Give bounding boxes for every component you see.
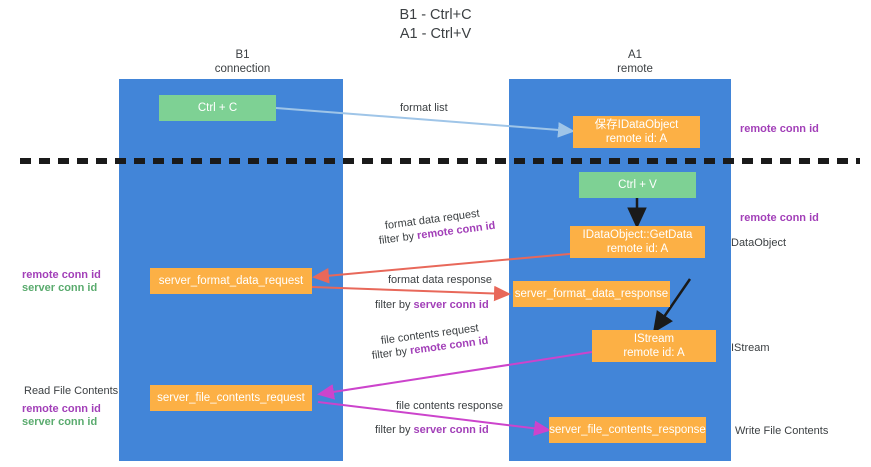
filter-prefix: filter by bbox=[371, 345, 411, 362]
annotation-right-dataobject: DataObject bbox=[731, 237, 787, 249]
title-line-2: A1 - Ctrl+V bbox=[399, 26, 472, 42]
annotation-right-mid-remote-conn-id: remote conn id bbox=[740, 212, 819, 224]
annotation-left-read-file-contents: Read File Contents bbox=[24, 385, 119, 397]
node-ctrl-v[interactable]: Ctrl + V bbox=[579, 172, 696, 198]
node-istream[interactable]: IStream remote id: A bbox=[592, 330, 716, 362]
annotation-right-top-remote-conn-id: remote conn id bbox=[740, 123, 819, 135]
edge-label-format-list: format list bbox=[400, 102, 448, 114]
node-save-idataobject-line1: 保存IDataObject bbox=[594, 119, 679, 131]
column-header-b1: B1 connection bbox=[145, 48, 340, 76]
node-server-format-data-request[interactable]: server_format_data_request bbox=[150, 268, 312, 294]
edge-label-format-data-response-filter: filter by server conn id bbox=[375, 298, 489, 313]
filter-prefix: filter by bbox=[375, 424, 414, 436]
node-idataobject-getdata-line2: remote id: A bbox=[606, 243, 669, 255]
edge-label-format-data-response: format data response bbox=[388, 274, 492, 286]
title-line-1: B1 - Ctrl+C bbox=[399, 7, 472, 23]
edge-label-file-contents-response-filter: filter by server conn id bbox=[375, 423, 489, 438]
filter-key-server-conn-id: server conn id bbox=[413, 299, 489, 311]
filter-prefix: filter by bbox=[378, 230, 418, 247]
node-server-format-data-response-label: server_format_data_response bbox=[514, 288, 669, 300]
edge-label-file-contents-response: file contents response bbox=[396, 400, 504, 412]
column-header-a1: A1 remote bbox=[530, 48, 740, 76]
filter-prefix: filter by bbox=[375, 299, 414, 311]
node-server-format-data-request-label: server_format_data_request bbox=[158, 275, 304, 287]
column-header-a1-name: A1 bbox=[627, 49, 643, 61]
node-idataobject-getdata[interactable]: IDataObject::GetData remote id: A bbox=[570, 226, 705, 258]
node-server-file-contents-request-label: server_file_contents_request bbox=[157, 392, 305, 404]
node-istream-line2: remote id: A bbox=[623, 347, 685, 359]
annotation-left-bottom-remote-conn-id: remote conn id bbox=[22, 403, 101, 415]
column-header-a1-role: remote bbox=[617, 63, 653, 75]
annotation-left-remote-conn-id: remote conn id bbox=[22, 269, 101, 281]
annotation-left-server-conn-id: server conn id bbox=[22, 282, 98, 294]
annotation-right-istream: IStream bbox=[731, 342, 770, 354]
node-save-idataobject[interactable]: 保存IDataObject remote id: A bbox=[573, 116, 700, 148]
node-idataobject-getdata-line1: IDataObject::GetData bbox=[582, 229, 693, 241]
column-header-b1-role: connection bbox=[214, 63, 271, 75]
node-server-file-contents-response-label: server_file_contents_response bbox=[549, 424, 706, 436]
filter-key-server-conn-id: server conn id bbox=[413, 424, 489, 436]
node-server-file-contents-request[interactable]: server_file_contents_request bbox=[150, 385, 312, 411]
node-save-idataobject-line2: remote id: A bbox=[605, 133, 668, 145]
node-ctrl-c[interactable]: Ctrl + C bbox=[159, 95, 276, 121]
node-istream-line1: IStream bbox=[633, 333, 675, 345]
node-ctrl-v-label: Ctrl + V bbox=[618, 179, 657, 191]
node-server-format-data-response[interactable]: server_format_data_response bbox=[513, 281, 670, 307]
node-server-file-contents-response[interactable]: server_file_contents_response bbox=[549, 417, 706, 443]
annotation-left-bottom-server-conn-id: server conn id bbox=[22, 416, 98, 428]
column-header-b1-name: B1 bbox=[235, 49, 250, 61]
annotation-right-write-file-contents: Write File Contents bbox=[735, 425, 829, 437]
node-ctrl-c-label: Ctrl + C bbox=[197, 102, 238, 114]
page-title: B1 - Ctrl+C A1 - Ctrl+V bbox=[0, 6, 871, 44]
